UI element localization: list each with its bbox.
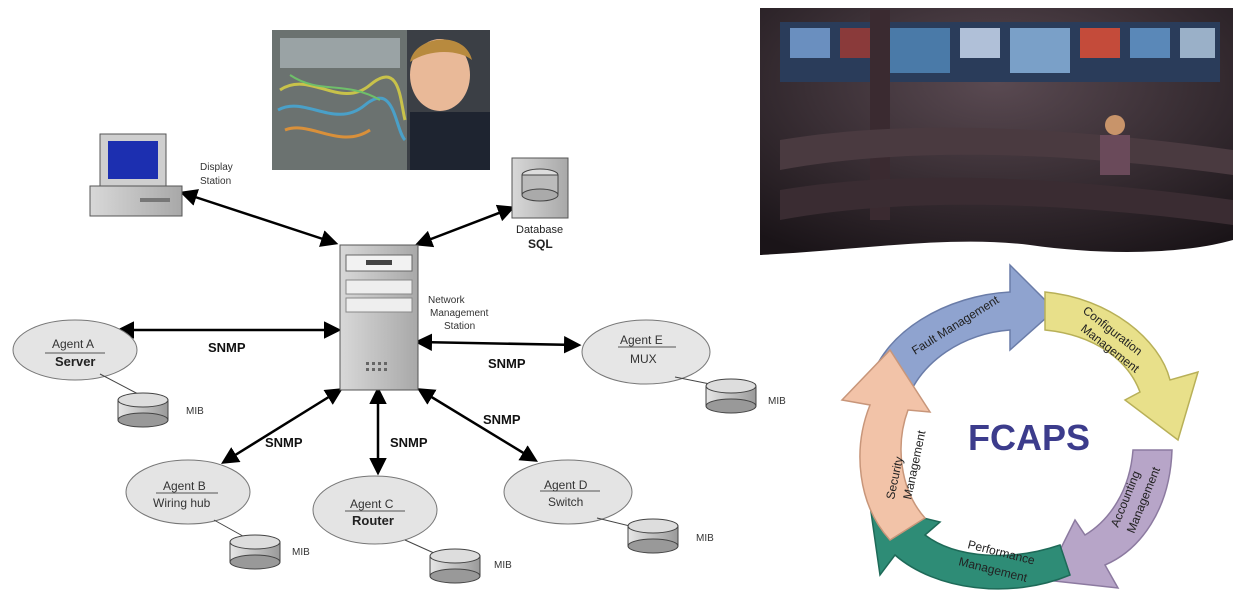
mib-disk-b (229, 534, 281, 570)
agent-d-node: Agent D Switch MIB (503, 459, 714, 554)
mib-disk-e (705, 378, 757, 414)
database-label-1: Database (516, 224, 563, 236)
nms-label-2: Management (430, 308, 489, 319)
agent-e-type: MUX (630, 352, 657, 366)
mib-label-b: MIB (292, 547, 310, 558)
mib-label-a: MIB (186, 406, 204, 417)
arrow-agent-e-nms (414, 333, 582, 354)
snmp-label-e: SNMP (488, 356, 526, 371)
fcaps-cycle: FCAPS Fault Management Configuration Man… (840, 263, 1200, 590)
agent-d-name: Agent D (544, 478, 588, 492)
snmp-label-a: SNMP (208, 340, 246, 355)
mib-disk-d (627, 518, 679, 554)
agent-a-node: Agent A Server MIB (12, 319, 204, 428)
arrow-agent-d-nms (417, 388, 538, 462)
nms-label-1: Network (428, 295, 466, 306)
agent-a-type: Server (55, 354, 95, 369)
nms-server-icon (339, 244, 419, 391)
mib-label-c: MIB (494, 560, 512, 571)
arrow-agent-b-nms (221, 388, 343, 464)
nms-label-3: Station (444, 321, 475, 332)
mib-disk-c (429, 548, 481, 584)
agent-e-name: Agent E (620, 333, 663, 347)
database-icon (511, 157, 569, 219)
agent-d-type: Switch (548, 495, 583, 509)
mib-disk-a (117, 392, 169, 428)
arrow-display-nms (179, 189, 339, 247)
connection-arrows (116, 189, 582, 476)
agent-c-name: Agent C (350, 497, 394, 511)
database-label-2: SQL (528, 237, 553, 251)
fault-arrow (867, 263, 1057, 406)
snmp-label-c: SNMP (390, 435, 428, 450)
arrow-db-nms (414, 204, 516, 248)
display-station-label-2: Station (200, 176, 231, 187)
display-station-icon (89, 133, 183, 217)
agent-b-type: Wiring hub (153, 496, 211, 510)
snmp-label-b: SNMP (265, 435, 303, 450)
technician-photo (272, 30, 490, 170)
security-arrow (840, 348, 932, 541)
agent-b-node: Agent B Wiring hub MIB (125, 459, 310, 570)
control-room-photo (760, 8, 1233, 255)
agent-b-name: Agent B (163, 479, 206, 493)
agent-c-type: Router (352, 513, 394, 528)
configuration-arrow (1044, 291, 1200, 442)
display-station-label-1: Display (200, 162, 233, 173)
accounting-arrow (1043, 449, 1173, 589)
agent-c-node: Agent C Router MIB (312, 475, 512, 584)
agent-a-name: Agent A (52, 337, 94, 351)
mib-label-e: MIB (768, 396, 786, 407)
mib-label-d: MIB (696, 533, 714, 544)
agent-e-node: Agent E MUX MIB (581, 319, 786, 414)
fcaps-title: FCAPS (968, 417, 1090, 458)
snmp-label-d: SNMP (483, 412, 521, 427)
